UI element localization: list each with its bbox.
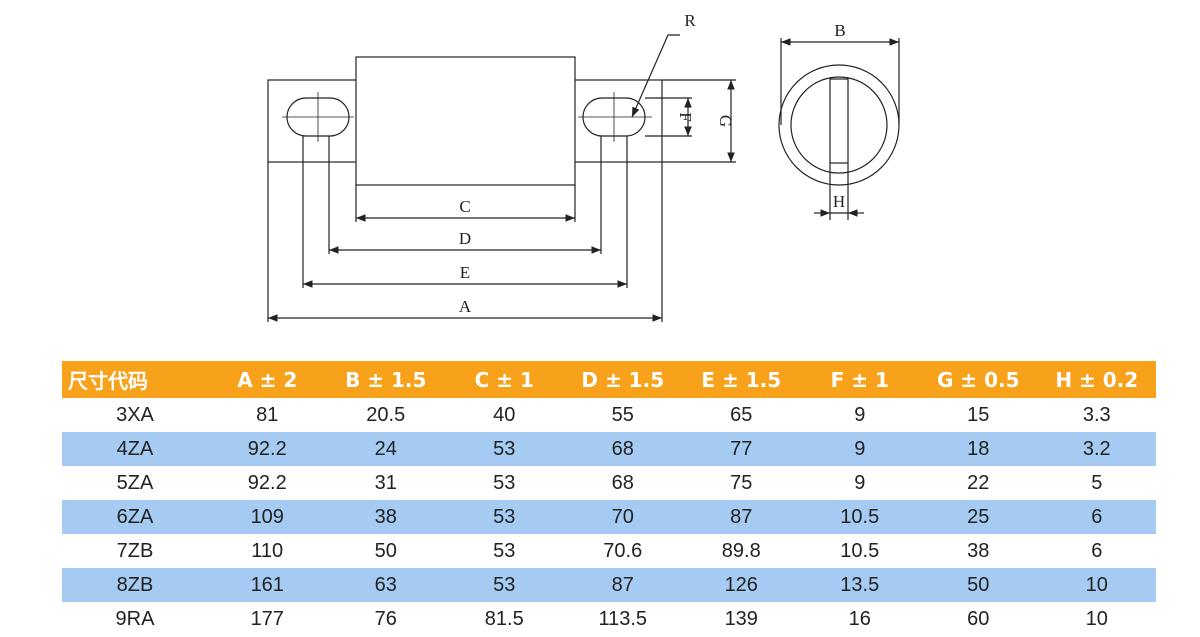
dimension-spec-table: 尺寸代码 A ± 2 B ± 1.5 C ± 1 D ± 1.5 E ± 1.5…	[62, 361, 1156, 636]
cell: 3.3	[1082, 403, 1111, 426]
header-b: B ± 1.5	[326, 361, 445, 398]
cell: 5	[1091, 471, 1103, 494]
cell: 87	[563, 568, 682, 602]
cell: 65	[730, 403, 753, 426]
cell: 70	[563, 500, 682, 534]
cell: 161	[208, 568, 327, 602]
cell: 77	[682, 432, 801, 466]
cell: 22	[967, 471, 990, 494]
label-b: B	[834, 21, 845, 40]
cell: 3.2	[1037, 432, 1156, 466]
cell: 6	[1037, 500, 1156, 534]
cell: 113.5	[598, 607, 648, 630]
label-e: E	[460, 263, 470, 282]
cell: 50	[374, 539, 397, 562]
cell: 81.5	[484, 607, 524, 630]
header-g: G ± 0.5	[919, 361, 1038, 398]
end-view-blade	[829, 78, 849, 164]
cell: 92.2	[208, 432, 327, 466]
cell: 126	[682, 568, 801, 602]
cell: 89.8	[721, 539, 761, 562]
cell: 177	[250, 607, 284, 630]
table-row: 9RA 177 76 81.5 113.5 139 16 60 10	[62, 602, 1156, 636]
cell: 53	[445, 432, 564, 466]
cell: 9	[800, 432, 919, 466]
table-header-row: 尺寸代码 A ± 2 B ± 1.5 C ± 1 D ± 1.5 E ± 1.5…	[62, 361, 1156, 398]
cell: 70.6	[603, 539, 643, 562]
label-r: R	[684, 11, 696, 30]
cell: 109	[208, 500, 327, 534]
header-a: A ± 2	[208, 361, 327, 398]
cell: 55	[611, 403, 634, 426]
cell: 53	[445, 568, 564, 602]
cell: 81	[256, 403, 279, 426]
cell: 10	[1037, 568, 1156, 602]
cell: 9RA	[115, 607, 155, 630]
fuse-body	[355, 56, 576, 186]
cell: 53	[445, 500, 564, 534]
cell: 110	[251, 539, 284, 562]
header-c: C ± 1	[445, 361, 564, 398]
cell: 38	[326, 500, 445, 534]
label-c: C	[459, 197, 470, 216]
cell: 92.2	[247, 471, 287, 494]
cell: 4ZA	[62, 432, 208, 466]
radius-leader	[631, 34, 680, 118]
cell: 53	[493, 539, 516, 562]
cell: 50	[919, 568, 1038, 602]
cell: 25	[919, 500, 1038, 534]
cell: 16	[848, 607, 871, 630]
header-e: E ± 1.5	[682, 361, 801, 398]
cell: 10	[1085, 607, 1108, 630]
cell: 13.5	[800, 568, 919, 602]
end-view-inner	[790, 76, 888, 174]
cell: 63	[326, 568, 445, 602]
cell: 5ZA	[116, 471, 154, 494]
table-row: 5ZA 92.2 31 53 68 75 9 22 5	[62, 466, 1156, 500]
cell: 139	[724, 607, 758, 630]
cell: 8ZB	[62, 568, 208, 602]
cell: 15	[967, 403, 990, 426]
cell: 10.5	[800, 500, 919, 534]
header-size-code: 尺寸代码	[62, 361, 208, 398]
cell: 68	[563, 432, 682, 466]
cell: 20.5	[366, 403, 406, 426]
header-h: H ± 0.2	[1037, 361, 1156, 398]
cell: 9	[854, 403, 866, 426]
label-h: H	[833, 192, 845, 211]
table-row: 3XA 81 20.5 40 55 65 9 15 3.3	[62, 398, 1156, 432]
cell: 24	[326, 432, 445, 466]
table-row: 7ZB 110 50 53 70.6 89.8 10.5 38 6	[62, 534, 1156, 568]
label-f: F	[676, 112, 695, 121]
cell: 6ZA	[62, 500, 208, 534]
header-f: F ± 1	[800, 361, 919, 398]
cell: 7ZB	[116, 539, 154, 562]
cell: 68	[611, 471, 634, 494]
label-a: A	[459, 297, 472, 316]
cell: 9	[854, 471, 866, 494]
cell: 87	[682, 500, 801, 534]
cell: 38	[967, 539, 990, 562]
cell: 18	[919, 432, 1038, 466]
cell: 10.5	[840, 539, 880, 562]
cell: 75	[730, 471, 753, 494]
cell: 40	[493, 403, 516, 426]
cell: 60	[967, 607, 990, 630]
label-d: D	[459, 229, 471, 248]
header-d: D ± 1.5	[563, 361, 682, 398]
cell: 6	[1091, 539, 1103, 562]
cell: 3XA	[116, 403, 154, 426]
fuse-dimension-drawing: C D E A R B H F G	[267, 11, 900, 322]
cell: 53	[493, 471, 516, 494]
cell: 31	[374, 471, 397, 494]
label-g: G	[716, 115, 735, 127]
cell: 76	[374, 607, 397, 630]
